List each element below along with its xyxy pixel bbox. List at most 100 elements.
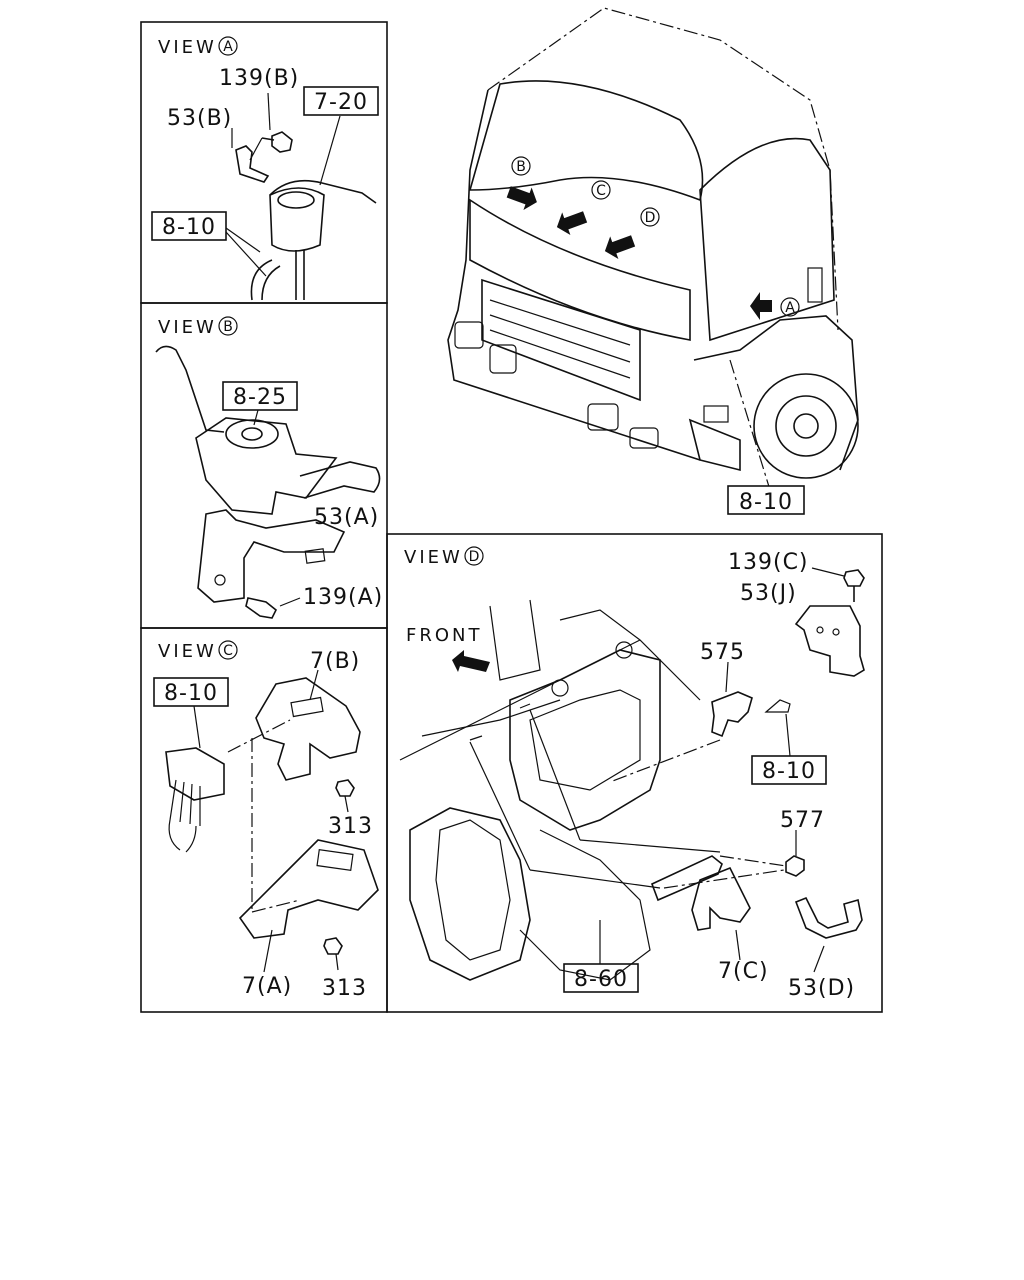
view-d-word: VIEW (404, 547, 463, 568)
combination-switch-lever-icon (155, 345, 225, 433)
arrow-d-letter: D (645, 210, 656, 226)
part-label-7a: 7(A) (242, 974, 292, 999)
part-label-53b: 53(B) (167, 106, 232, 131)
front-arrow-icon (452, 650, 490, 672)
ref-box-8-10-truck (727, 485, 805, 515)
bolt-139a-icon (245, 597, 278, 619)
side-window-icon (699, 137, 835, 342)
part-label-577: 577 (780, 808, 825, 833)
ref-label-8-10-d: 8-10 (762, 759, 816, 784)
view-a-drawing (225, 92, 377, 301)
view-b-panel: VIEW B 8-25 53(A) 139(A) (155, 316, 383, 619)
view-b-letter: B (223, 319, 233, 335)
grille-icon (481, 278, 641, 402)
view-d-panel: VIEW D FRONT 139(C) 53(J) 575 8-10 577 8… (399, 546, 865, 1001)
ref-box-8-10-d (751, 755, 827, 785)
bolt-139b-icon (271, 131, 293, 153)
bracket-53b-icon (235, 145, 270, 183)
view-arrow-a: A (750, 292, 800, 320)
view-arrow-c: C (556, 180, 611, 235)
view-b-word: VIEW (158, 317, 217, 338)
panel-frames (140, 21, 883, 1013)
bracket-7c-icon (691, 866, 751, 931)
front-label: FRONT (406, 625, 483, 646)
view-b-title: VIEW B (158, 316, 238, 338)
arrow-c-circle-icon (591, 180, 611, 200)
screw-8-10-icon (764, 699, 791, 713)
ref-label-8-10-a: 8-10 (162, 215, 216, 240)
panel-view-b-frame (140, 302, 388, 629)
ref-label-8-10-truck: 8-10 (739, 490, 793, 515)
part-label-53a: 53(A) (314, 505, 379, 530)
view-d-drawing (399, 567, 865, 981)
view-c-letter: C (223, 643, 233, 659)
ref-label-8-60: 8-60 (574, 967, 628, 992)
bolt-139c-icon (843, 569, 865, 587)
combination-switch-body-icon (195, 417, 338, 515)
arrow-b-icon (506, 186, 537, 211)
clip-575-icon (711, 691, 753, 738)
panel-view-a-frame (140, 21, 388, 304)
ref-label-8-25: 8-25 (233, 385, 287, 410)
view-a-circle-icon (218, 36, 238, 56)
part-label-139a: 139(A) (303, 585, 383, 610)
part-label-139b: 139(B) (219, 66, 299, 91)
truck-body-drawing (447, 7, 859, 491)
ref-label-7-20: 7-20 (314, 90, 368, 115)
view-d-title: VIEW D (404, 546, 484, 568)
control-unit-icon (509, 649, 661, 831)
view-a-word: VIEW (158, 37, 217, 58)
view-c-title: VIEW C (158, 640, 238, 662)
view-a-letter: A (223, 39, 233, 55)
view-a-title: VIEW A (158, 36, 238, 58)
bracket-53d-icon (794, 896, 863, 939)
nut-577-icon (785, 855, 805, 877)
arrow-a-letter: A (785, 300, 795, 316)
bolt-313-upper-icon (335, 779, 355, 797)
ref-label-8-10-c: 8-10 (164, 681, 218, 706)
arrow-d-circle-icon (640, 207, 660, 227)
view-a-panel: VIEW A 139(B) 53(B) 7-20 8-10 (151, 36, 379, 301)
view-b-circle-icon (218, 316, 238, 336)
arrow-c-letter: C (596, 183, 606, 199)
ref-box-8-25 (222, 381, 298, 411)
view-c-panel: VIEW C 8-10 7(B) 313 7(A) 313 (153, 640, 379, 1001)
view-d-circle-icon (464, 546, 484, 566)
bracket-7a-icon (238, 839, 379, 939)
part-label-53j: 53(J) (740, 581, 797, 606)
relay-connector-icon (269, 187, 325, 252)
panel-view-d-frame (386, 533, 883, 1013)
part-label-7c: 7(C) (718, 959, 769, 984)
view-arrow-b: B (506, 156, 537, 211)
front-wheel-icon (753, 373, 859, 479)
connector-8-10-icon (165, 747, 225, 801)
part-label-313-lower: 313 (322, 976, 367, 1001)
windshield-icon (468, 80, 704, 202)
view-d-letter: D (469, 549, 480, 565)
bracket-7b-icon (255, 677, 361, 781)
bracket-53j-icon (794, 605, 865, 677)
arrow-b-circle-icon (511, 156, 531, 176)
part-label-575: 575 (700, 640, 745, 665)
arrow-b-letter: B (516, 159, 526, 175)
arrow-a-icon (750, 292, 772, 320)
relay-harness-icon (269, 179, 377, 204)
ref-box-8-10-c (153, 677, 229, 707)
ref-box-8-10-a (151, 211, 227, 241)
view-arrow-d: D (604, 207, 660, 259)
wiper-lever-icon (299, 461, 381, 499)
part-label-313-upper: 313 (328, 814, 373, 839)
truck-overview: B C D A 8-10 (447, 7, 859, 515)
view-c-drawing (165, 669, 379, 973)
part-label-53d: 53(D) (788, 976, 855, 1001)
part-label-7b: 7(B) (310, 649, 360, 674)
arrow-d-icon (604, 235, 636, 259)
view-c-word: VIEW (158, 641, 217, 662)
arrow-c-icon (556, 211, 588, 235)
ref-box-7-20 (303, 86, 379, 116)
engine-block-icon (409, 807, 531, 981)
view-c-circle-icon (218, 640, 238, 660)
bracket-53a-icon (197, 509, 346, 603)
view-b-drawing (155, 345, 381, 619)
